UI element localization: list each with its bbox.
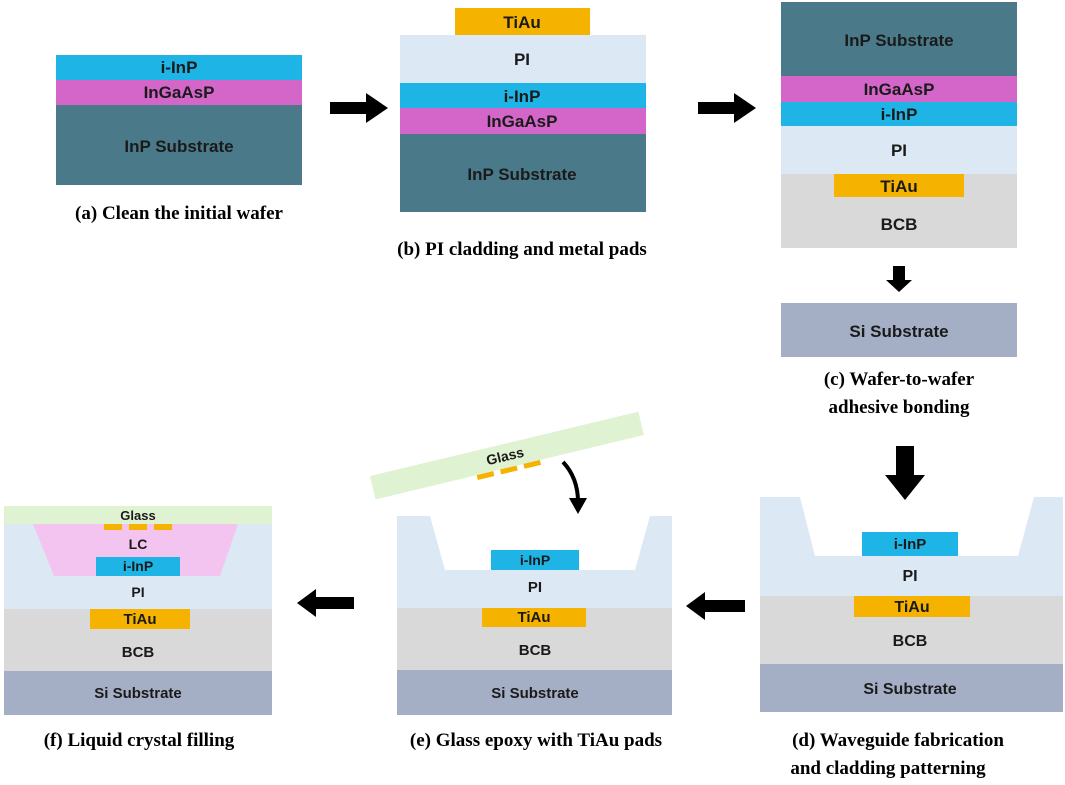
step-b: TiAu PI i-InP InGaAsP InP Substrate (b) … <box>397 8 647 260</box>
step-e: i-InP PI TiAu BCB Si Substrate Glass (e)… <box>369 411 672 751</box>
e-tiau-label: TiAu <box>517 609 550 626</box>
arrow-c-to-d <box>885 446 925 500</box>
c-caption-line2: adhesive bonding <box>829 397 970 418</box>
c-substrate-layer <box>781 2 1017 76</box>
step-a: i-InP InGaAsP InP Substrate (a) Clean th… <box>56 55 302 224</box>
b-substrate-label: InP Substrate <box>467 165 576 184</box>
d-tiau-label: TiAu <box>894 599 929 616</box>
e-pi-label: PI <box>528 579 542 596</box>
e-curved-arrow-path <box>561 460 580 503</box>
c-pi-layer <box>781 126 1017 174</box>
b-pi-label: PI <box>514 50 530 69</box>
b-pi-layer <box>400 35 646 83</box>
c-pi-label: PI <box>891 141 907 160</box>
arrow-c-bond <box>886 266 912 292</box>
b-ingaasp-label: InGaAsP <box>487 112 558 131</box>
b-tiau-pad <box>455 8 590 35</box>
f-si-layer <box>4 671 272 715</box>
step-c: InP Substrate InGaAsP i-InP PI TiAu BCB … <box>781 2 1017 418</box>
b-inp-label: i-InP <box>504 87 541 106</box>
d-pi-label: PI <box>902 568 917 585</box>
a-inp-layer <box>56 55 302 80</box>
c-si-layer <box>781 303 1017 357</box>
d-bcb-label: BCB <box>893 633 928 650</box>
c-substrate-label: InP Substrate <box>844 31 953 50</box>
f-tiau-pad <box>90 609 190 629</box>
a-ingaasp-label: InGaAsP <box>144 83 215 102</box>
f-tiau-label: TiAu <box>123 611 156 628</box>
a-caption: (a) Clean the initial wafer <box>75 203 283 224</box>
c-inp-label: i-InP <box>881 105 918 124</box>
e-pi-cladding <box>397 516 672 608</box>
f-lc-label: LC <box>129 536 148 552</box>
d-tiau-pad <box>854 596 970 617</box>
c-ingaasp-layer <box>781 76 1017 102</box>
f-inp-waveguide <box>96 557 180 576</box>
c-tiau-pad <box>834 174 964 197</box>
a-substrate-layer <box>56 105 302 185</box>
step-f: Glass LC i-InP PI TiAu BCB Si Substrate … <box>4 506 272 751</box>
f-caption: (f) Liquid crystal filling <box>44 730 235 751</box>
d-si-label: Si Substrate <box>863 681 956 698</box>
e-curved-arrow-head <box>569 498 587 514</box>
b-inp-layer <box>400 83 646 108</box>
d-inp-label: i-InP <box>894 536 927 553</box>
arrow-d-to-e <box>686 592 745 620</box>
a-inp-label: i-InP <box>161 58 198 77</box>
f-glass-label: Glass <box>120 508 155 523</box>
b-tiau-label: TiAu <box>503 13 540 32</box>
e-inp-label: i-InP <box>520 552 550 568</box>
arrow-a-to-b <box>330 93 388 123</box>
b-caption: (b) PI cladding and metal pads <box>397 239 647 260</box>
e-si-layer <box>397 670 672 715</box>
e-inp-waveguide <box>491 550 579 570</box>
a-ingaasp-layer <box>56 80 302 105</box>
e-tiau-pad <box>482 608 586 627</box>
c-caption-line1: (c) Wafer-to-wafer <box>824 369 975 390</box>
f-si-label: Si Substrate <box>94 685 182 702</box>
e-glass-plate: Glass <box>369 411 644 500</box>
f-lc-fill <box>33 524 238 576</box>
c-ingaasp-label: InGaAsP <box>864 80 935 99</box>
f-bcb-label: BCB <box>122 644 155 661</box>
c-inp-layer <box>781 102 1017 126</box>
f-glass-pad-2 <box>129 524 147 530</box>
c-bcb-label: BCB <box>881 215 918 234</box>
f-glass-pad-3 <box>154 524 172 530</box>
f-glass-pad-1 <box>104 524 122 530</box>
e-si-label: Si Substrate <box>491 685 579 702</box>
d-inp-waveguide <box>862 532 958 556</box>
step-d: i-InP PI TiAu BCB Si Substrate (d) Waveg… <box>760 497 1063 779</box>
e-caption: (e) Glass epoxy with TiAu pads <box>410 730 662 751</box>
e-glass-pad-2 <box>500 465 518 475</box>
b-substrate-layer <box>400 134 646 212</box>
c-tiau-label: TiAu <box>880 177 917 196</box>
arrow-e-to-f <box>297 589 354 617</box>
d-si-layer <box>760 664 1063 712</box>
c-si-label: Si Substrate <box>849 322 948 341</box>
e-glass-pad-3 <box>523 459 542 469</box>
f-glass-layer <box>4 506 272 524</box>
e-glass-layer <box>369 411 644 500</box>
b-ingaasp-layer <box>400 108 646 134</box>
f-pi-label: PI <box>131 584 144 600</box>
e-bcb-label: BCB <box>519 642 552 659</box>
f-inp-label: i-InP <box>123 558 153 574</box>
d-pi-cladding <box>760 497 1063 596</box>
e-glass-pad-1 <box>476 471 495 481</box>
arrow-b-to-c <box>698 93 756 123</box>
d-caption-line1: (d) Waveguide fabrication <box>792 730 1004 751</box>
d-caption-line2: and cladding patterning <box>790 758 986 779</box>
a-substrate-label: InP Substrate <box>124 137 233 156</box>
